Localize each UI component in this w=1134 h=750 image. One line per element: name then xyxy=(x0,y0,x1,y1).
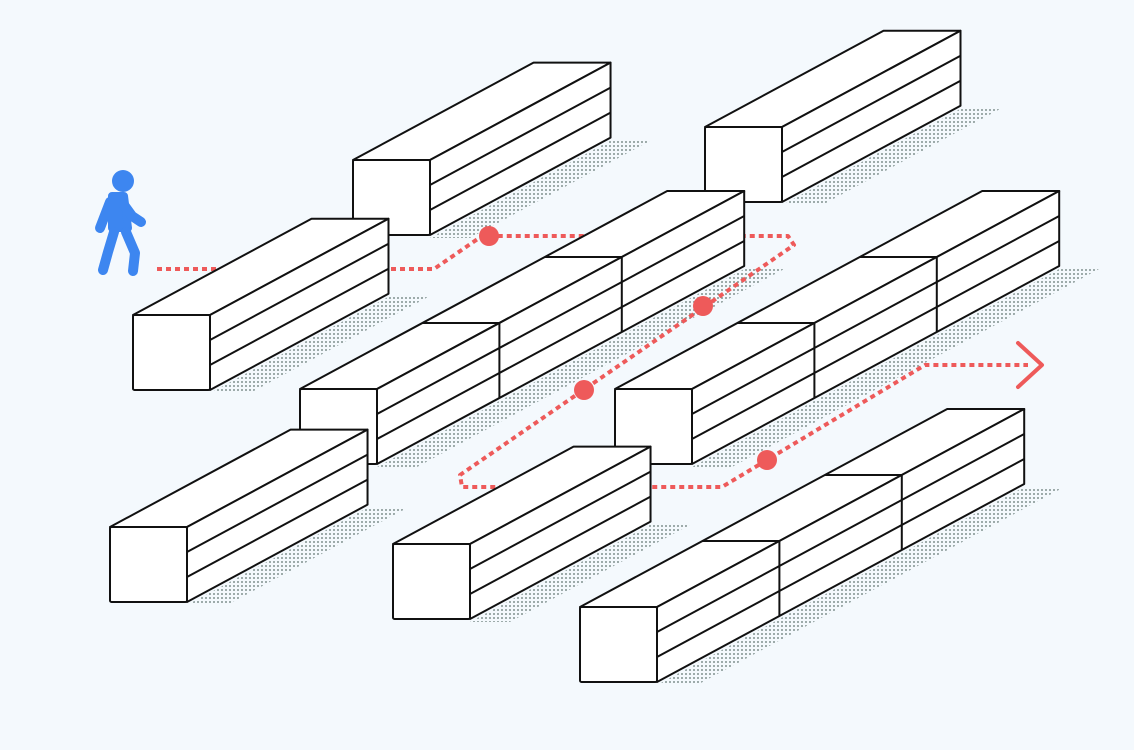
shelf-long-bottom-layer-line xyxy=(656,433,1025,633)
shelf-bottom-left-shadow xyxy=(187,507,408,605)
shelf-long-right-layer-line xyxy=(691,240,1060,440)
shelf-long-right-shadow xyxy=(692,269,1100,467)
walker-back-leg xyxy=(98,227,119,275)
shelf-top-right-shadow xyxy=(782,108,1001,205)
shelves xyxy=(109,29,1061,683)
walker-back-arm xyxy=(95,197,115,233)
waypoint-1 xyxy=(479,226,499,246)
shelf-mid-left-layer-line xyxy=(209,267,389,366)
person-walking-icon xyxy=(95,170,146,276)
shelf-top-right-layer-line xyxy=(781,54,961,153)
shelf-bottom-center-layer-line xyxy=(469,495,652,595)
shelf-mid-left xyxy=(132,217,390,391)
shelf-shadows xyxy=(187,108,1100,685)
shelf-long-bottom-layer-line xyxy=(656,458,1025,658)
shelf-bottom-left-front xyxy=(109,526,188,603)
shelf-mid-left-shadow xyxy=(210,296,429,393)
walker-front-leg xyxy=(121,227,140,276)
shelf-bottom-center-front xyxy=(392,543,471,620)
shelf-bottom-center-layer-line xyxy=(469,470,652,570)
waypoint-4 xyxy=(757,450,777,470)
shelf-bottom-left-layer-line xyxy=(186,453,369,553)
waypoint-2 xyxy=(693,296,713,316)
shelf-top-right xyxy=(704,29,962,203)
shelf-long-right xyxy=(614,190,1061,465)
shelf-top-left-front xyxy=(352,159,431,236)
shelf-top-left-shadow xyxy=(430,140,651,238)
shelf-bottom-center xyxy=(392,445,652,620)
shelf-long-right-front xyxy=(614,388,693,465)
shelf-long-right-layer-line xyxy=(691,215,1060,415)
chevron-right-arrow-icon xyxy=(1016,341,1044,389)
route-waypoints xyxy=(479,226,777,470)
shelf-mid-left-front xyxy=(132,314,211,391)
shelf-long-bottom-shadow xyxy=(657,487,1065,685)
shelf-mid-left-layer-line xyxy=(209,242,389,341)
shelf-bottom-left xyxy=(109,428,369,603)
waypoint-3 xyxy=(574,380,594,400)
shelf-bottom-left-layer-line xyxy=(186,478,369,578)
walker-head xyxy=(112,170,134,192)
shelf-long-bottom-front xyxy=(579,606,658,683)
picking-route xyxy=(157,234,1044,489)
shelf-long-center-layer-line xyxy=(376,240,745,440)
shelf-top-left-layer-line xyxy=(429,86,612,186)
shelf-bottom-center-shadow xyxy=(470,524,691,622)
route-path xyxy=(157,234,1028,489)
shelf-long-center-shadow xyxy=(377,269,785,467)
shelf-top-right-layer-line xyxy=(781,79,961,178)
shelf-long-bottom xyxy=(579,408,1026,683)
shelf-top-left xyxy=(352,61,612,236)
walker-arm xyxy=(119,200,146,227)
shelf-long-center xyxy=(299,190,746,465)
shelf-top-left-layer-line xyxy=(429,111,612,211)
shelf-long-center-layer-line xyxy=(376,215,745,415)
